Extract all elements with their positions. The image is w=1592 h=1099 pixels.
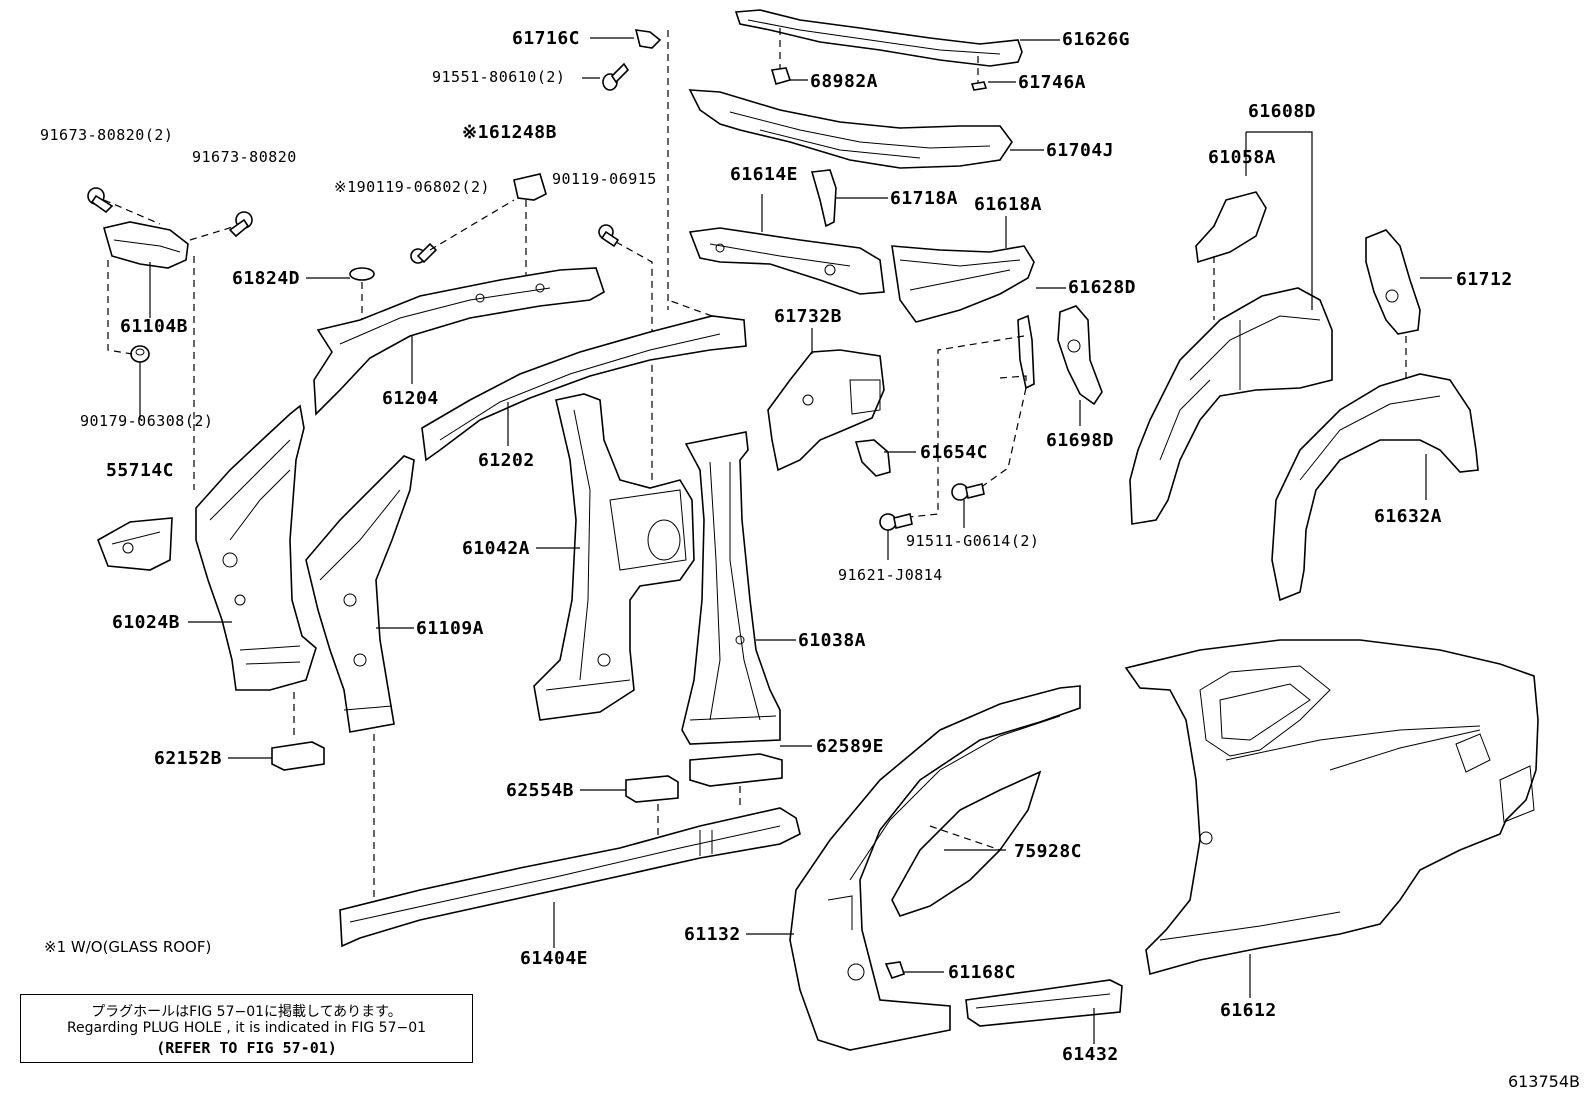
part-61608D-shape [1129, 287, 1333, 525]
part-61654C-shape [854, 439, 891, 477]
label-61058A: 61058A [1208, 147, 1277, 168]
label-61248B: ※161248B [462, 122, 557, 143]
bolt-91673-80820-shape [228, 211, 253, 238]
plug-note-line-ja: プラグホールはFIG 57−01に掲載してあります。 [91, 1004, 402, 1020]
label-61202: 61202 [478, 450, 535, 471]
label-61654C: 61654C [920, 442, 989, 463]
label-61704J: 61704J [1046, 140, 1115, 161]
bolt-90119-06915-shape [598, 224, 620, 248]
label-61109A: 61109A [416, 618, 485, 639]
part-61628D-shape [1017, 314, 1035, 390]
label-61104B: 61104B [120, 316, 189, 337]
part-61058A-shape [1195, 191, 1267, 264]
part-61248B-shape [513, 173, 547, 201]
part-61042A-shape [533, 393, 695, 721]
label-62589E: 62589E [816, 736, 885, 757]
label-61618A: 61618A [974, 194, 1043, 215]
label-61432: 61432 [1062, 1044, 1119, 1065]
label-91673-80820: 91673-80820 [192, 148, 297, 166]
part-61718A-shape [810, 169, 837, 228]
bolt-91673-80820-2-shape [87, 187, 114, 214]
label-90119-06915: 90119-06915 [552, 170, 657, 188]
bolt-91621-J0814-shape [879, 513, 913, 531]
part-61704J-shape [688, 89, 1013, 169]
part-61614E-shape [688, 227, 885, 295]
label-61614E: 61614E [730, 164, 799, 185]
label-61716C: 61716C [512, 28, 581, 49]
part-62152B-shape [271, 741, 325, 771]
part-61404E-shape [339, 807, 801, 948]
part-61824D-shape [349, 267, 375, 281]
label-91551-80610: 91551-80610(2) [432, 68, 566, 86]
part-61618A-shape [891, 245, 1035, 323]
label-61608D: 61608D [1248, 101, 1317, 122]
plug-hole-note-box: プラグホールはFIG 57−01に掲載してあります。 Regarding PLU… [20, 994, 473, 1063]
part-61204-shape [313, 267, 605, 416]
label-91673-80820-2: 91673-80820(2) [40, 126, 174, 144]
part-61712-shape [1365, 229, 1421, 335]
label-90179-06308: 90179-06308(2) [80, 412, 214, 430]
part-68982A-shape [770, 67, 792, 85]
part-61109A-shape [305, 455, 415, 733]
part-61626G-shape [734, 9, 1023, 67]
part-62554B-shape [625, 775, 679, 803]
label-90119-06802: ※190119-06802(2) [334, 178, 491, 196]
label-61732B: 61732B [774, 306, 843, 327]
figure-id: 613754B [1507, 1072, 1580, 1091]
bolt-90119-06802-shape [410, 242, 438, 264]
part-61202-shape [421, 299, 747, 462]
label-68982A: 68982A [810, 71, 879, 92]
part-61432-shape [965, 979, 1123, 1027]
part-61038A-shape [681, 431, 781, 745]
label-91511-G0614: 91511-G0614(2) [906, 532, 1040, 550]
label-61632A: 61632A [1374, 506, 1443, 527]
label-61024B: 61024B [112, 612, 181, 633]
label-61712: 61712 [1456, 269, 1513, 290]
part-61632A-shape [1271, 373, 1479, 602]
bolt-91551-80610-shape [602, 62, 630, 91]
label-61718A: 61718A [890, 188, 959, 209]
label-61612: 61612 [1220, 1000, 1277, 1021]
label-61746A: 61746A [1018, 72, 1087, 93]
part-75928C-shape [891, 770, 1042, 917]
plug-note-refer: (REFER TO FIG 57-01) [156, 1039, 337, 1057]
label-61204: 61204 [382, 388, 439, 409]
part-61168C-shape [884, 961, 906, 979]
label-61042A: 61042A [462, 538, 531, 559]
label-62554B: 62554B [506, 780, 575, 801]
label-75928C: 75928C [1014, 841, 1083, 862]
part-61132-shape [789, 685, 1081, 1051]
part-61024B-shape [195, 404, 317, 691]
part-61746A-shape [970, 81, 988, 91]
footnote-glass-roof: ※1 W/O(GLASS ROOF) [44, 938, 212, 956]
part-61716C-shape [634, 29, 662, 49]
label-91621-J0814: 91621-J0814 [838, 566, 943, 584]
part-61612-shape [1124, 639, 1539, 976]
label-61038A: 61038A [798, 630, 867, 651]
label-61698D: 61698D [1046, 430, 1115, 451]
label-62152B: 62152B [154, 748, 223, 769]
label-61404E: 61404E [520, 948, 589, 969]
part-61698D-shape [1057, 305, 1103, 406]
label-61132: 61132 [684, 924, 741, 945]
nut-90179-06308-shape [130, 345, 150, 363]
part-55714C-shape [97, 517, 173, 571]
label-61626G: 61626G [1062, 29, 1131, 50]
label-61628D: 61628D [1068, 277, 1137, 298]
label-61824D: 61824D [232, 268, 301, 289]
label-61168C: 61168C [948, 962, 1017, 983]
plug-note-line-en: Regarding PLUG HOLE , it is indicated in… [66, 1020, 427, 1036]
part-61104B-shape [102, 221, 189, 269]
bolt-91511-G0614-shape [951, 483, 985, 501]
part-62589E-shape [689, 753, 783, 787]
leader-lines [139, 37, 1452, 1044]
label-55714C: 55714C [106, 460, 175, 481]
